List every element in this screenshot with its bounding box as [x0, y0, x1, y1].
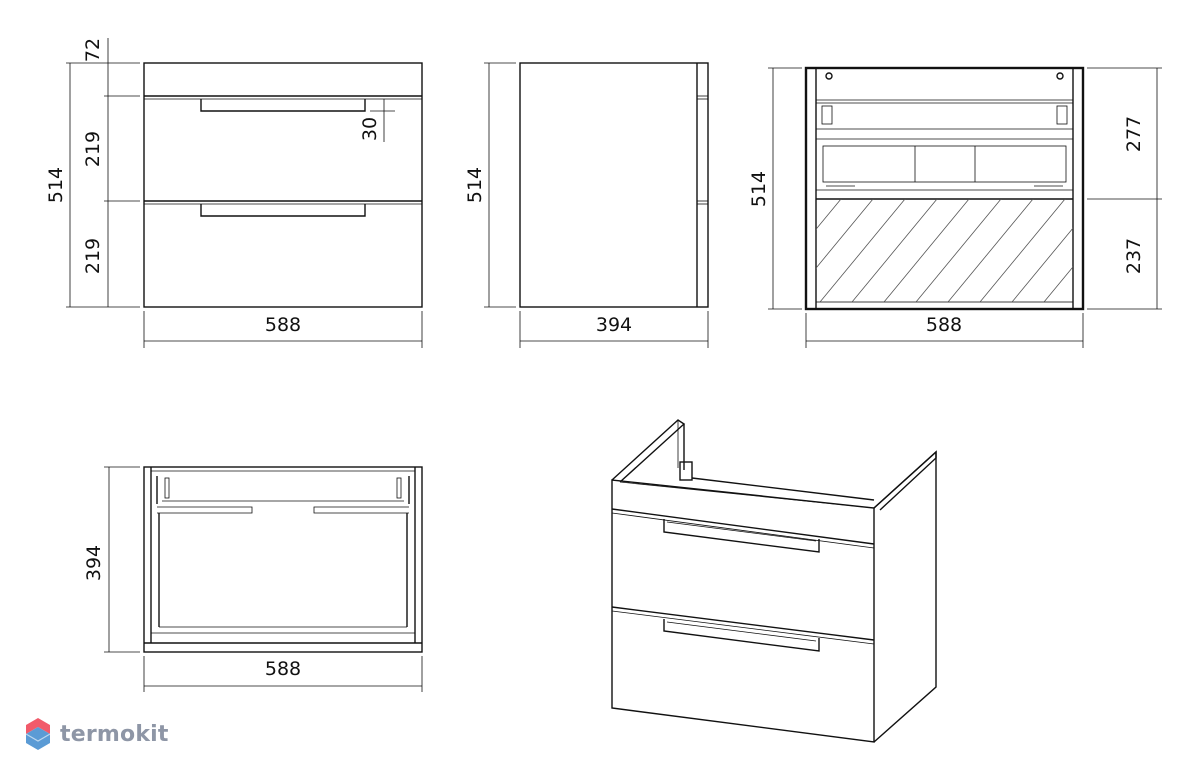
- dim-rear-lower: 237: [1123, 238, 1145, 274]
- iso-bottom-handle: [663, 619, 820, 652]
- iso-left-side-top: [611, 419, 686, 483]
- dim-front-total-height: 514: [45, 167, 67, 203]
- dim-front-top-strip: 72: [82, 38, 104, 62]
- iso-top-handle: [663, 519, 820, 553]
- iso-right-side: [873, 450, 937, 743]
- termokit-logo-icon: [25, 718, 51, 750]
- dim-front-handle-offset: 30: [359, 117, 381, 141]
- dim-front-width: 588: [265, 314, 301, 336]
- isometric-view: [611, 419, 937, 743]
- hatched-panel: [816, 199, 1073, 302]
- dim-rear-upper: 277: [1123, 116, 1145, 152]
- top-outline: [143, 466, 423, 653]
- dim-top-depth: 394: [83, 545, 105, 581]
- dim-side-height: 514: [464, 167, 486, 203]
- dim-side-depth: 394: [596, 314, 632, 336]
- side-view: 514 394: [464, 62, 709, 348]
- brand-name: termokit: [60, 721, 169, 747]
- top-view: 394 588: [83, 466, 423, 692]
- dim-rear-height: 514: [748, 171, 770, 207]
- dim-front-drawer-top: 219: [82, 131, 104, 167]
- dim-front-drawer-bottom: 219: [82, 238, 104, 274]
- iso-bracket: [679, 461, 693, 481]
- front-view: 72 514 219 219 30 588: [45, 38, 423, 348]
- iso-front-face: [611, 479, 875, 743]
- dim-rear-width: 588: [926, 314, 962, 336]
- dim-top-width: 588: [265, 658, 301, 680]
- bottom-drawer-handle: [200, 204, 366, 217]
- side-outline: [519, 62, 709, 308]
- front-outline: [143, 62, 423, 308]
- top-drawer-handle: [200, 99, 366, 112]
- brand-logo: termokit: [24, 714, 169, 754]
- rear-outline: [804, 66, 1085, 311]
- rear-view: 514 277 237 588: [748, 66, 1162, 348]
